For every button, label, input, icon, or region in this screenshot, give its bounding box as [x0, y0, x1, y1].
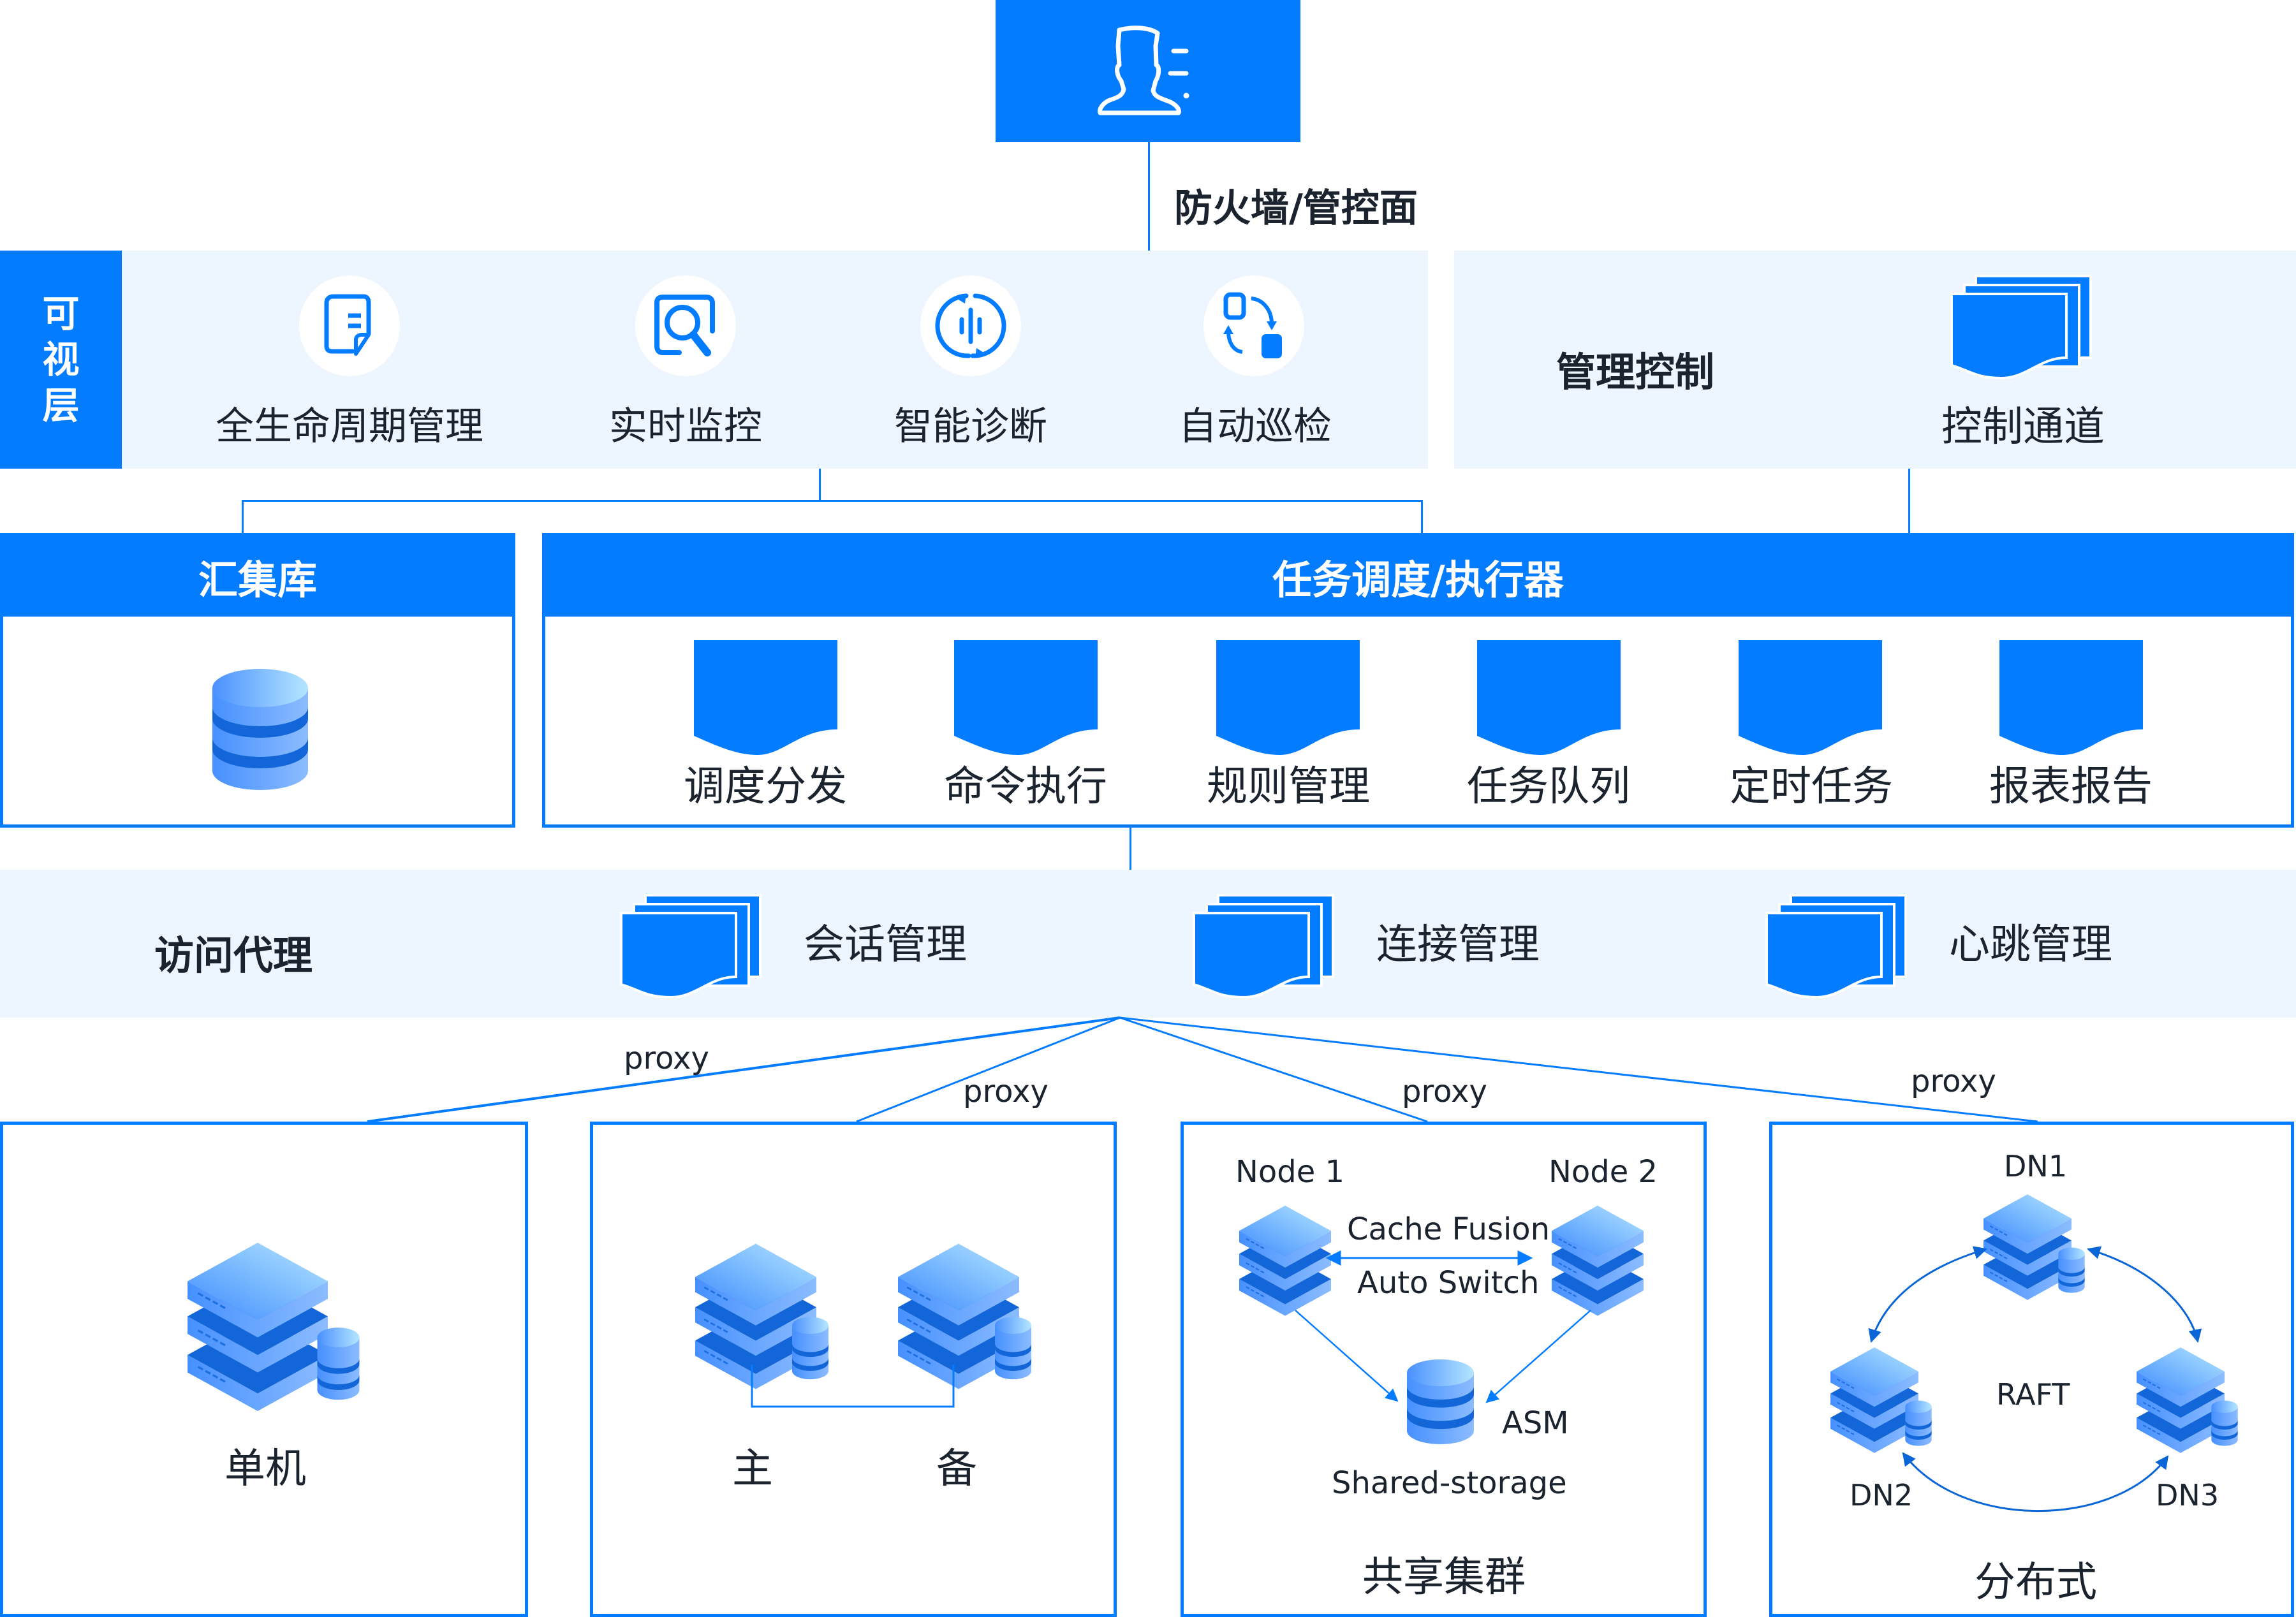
dn3-label: DN3	[2156, 1478, 2219, 1512]
proxy-label: proxy	[624, 1041, 709, 1076]
node1-storage-arrow	[1295, 1310, 1399, 1402]
collector-box[interactable]: 汇集库	[0, 533, 515, 828]
control-channel-label: 控制通道	[1941, 404, 2105, 451]
inspect-item-icon-wrap[interactable]	[1203, 275, 1304, 376]
database-icon	[212, 669, 308, 790]
diagnosis-cycle-icon	[935, 293, 1006, 358]
collector-title: 汇集库	[3, 536, 512, 617]
visual-layer-char: 可	[42, 292, 80, 335]
visual-item-label: 自动巡检	[1179, 404, 1332, 449]
distributed-label: 分布式	[1975, 1559, 2097, 1606]
task-doc-icon	[1739, 640, 1882, 755]
proxy-item-label: 连接管理	[1376, 921, 1540, 969]
visual-layer-char: 视	[42, 338, 80, 381]
task-doc-icon	[1999, 640, 2143, 755]
visual-layer-tag: 可 视 层	[0, 251, 122, 469]
single-label: 单机	[224, 1445, 306, 1493]
dn1-label: DN1	[2004, 1149, 2068, 1183]
primary-label: 主	[732, 1445, 773, 1493]
visual-item-label: 智能诊断	[894, 404, 1047, 449]
raft-arrow-dn1-dn2	[1868, 1246, 1988, 1343]
raft-arrow-dn2-dn3	[1902, 1452, 2169, 1512]
task-doc-icon	[1477, 640, 1621, 755]
task-doc-icon	[1216, 640, 1360, 755]
cluster-arrows	[1295, 1250, 1591, 1403]
node2-storage-arrow	[1485, 1310, 1591, 1403]
task-label: 规则管理	[1207, 763, 1370, 810]
visual-item-label: 实时监控	[609, 404, 762, 449]
visual-item-label: 全生命周期管理	[216, 404, 483, 449]
replication-link	[751, 1365, 955, 1408]
connector	[1130, 828, 1131, 870]
monitor-item-icon-wrap[interactable]	[635, 275, 736, 376]
firewall-label: 防火墙/管控面	[1174, 186, 1418, 231]
connector	[1421, 500, 1423, 533]
proxy-label: proxy	[963, 1074, 1049, 1109]
access-proxy-band	[0, 870, 2296, 1018]
node1-label: Node 1	[1235, 1154, 1345, 1190]
standby-label: 备	[936, 1445, 977, 1493]
stacked-docs-icon	[1950, 275, 2092, 379]
session-doc-icon	[620, 894, 762, 999]
user-list-icon	[1098, 25, 1189, 115]
connection-doc-icon	[1193, 894, 1334, 999]
document-icon	[324, 294, 371, 356]
task-label: 命令执行	[944, 763, 1107, 810]
task-label: 调度分发	[684, 763, 847, 810]
connector	[1908, 469, 1910, 533]
task-label: 报表报告	[1989, 763, 2152, 810]
auto-switch-label: Auto Switch	[1357, 1265, 1540, 1301]
lifecycle-item-icon-wrap[interactable]	[299, 275, 400, 376]
connector	[242, 500, 244, 533]
asm-label: ASM	[1502, 1405, 1569, 1441]
proxy-label: proxy	[1911, 1064, 1996, 1099]
proxy-item-label: 会话管理	[804, 921, 967, 969]
visual-layer-char: 层	[42, 384, 80, 427]
scheduler-title: 任务调度/执行器	[545, 536, 2291, 617]
proxy-line	[1119, 1016, 1428, 1123]
raft-arrows	[1868, 1246, 2202, 1512]
access-proxy-title: 访问代理	[154, 932, 313, 979]
task-label: 定时任务	[1730, 763, 1893, 810]
proxy-line	[1119, 1016, 2038, 1123]
user-node[interactable]	[996, 0, 1300, 142]
shared-storage-icon	[1407, 1359, 1474, 1444]
diagnosis-item-icon-wrap[interactable]	[920, 275, 1021, 376]
raft-arrow-dn1-dn3	[2086, 1246, 2202, 1343]
monitor-search-icon	[654, 295, 715, 356]
connector	[819, 469, 821, 501]
proxy-item-label: 心跳管理	[1949, 921, 2112, 969]
connector-top	[1148, 142, 1150, 251]
raft-label: RAFT	[1996, 1377, 2070, 1412]
heartbeat-doc-icon	[1765, 894, 1907, 999]
server-icon	[186, 1241, 360, 1412]
management-title: 管理控制	[1556, 349, 1715, 395]
management-band	[1454, 251, 2296, 469]
dn2-label: DN2	[1850, 1478, 1913, 1512]
task-label: 任务队列	[1467, 763, 1630, 810]
cache-fusion-label: Cache Fusion	[1347, 1211, 1550, 1247]
task-doc-icon	[694, 640, 837, 755]
shared-storage-label: Shared-storage	[1332, 1465, 1567, 1501]
task-doc-icon	[954, 640, 1098, 755]
connector	[242, 500, 1422, 502]
shared-cluster-label: 共享集群	[1362, 1554, 1526, 1601]
auto-inspect-icon	[1223, 292, 1282, 358]
node2-label: Node 2	[1549, 1154, 1658, 1190]
proxy-label: proxy	[1402, 1074, 1487, 1109]
